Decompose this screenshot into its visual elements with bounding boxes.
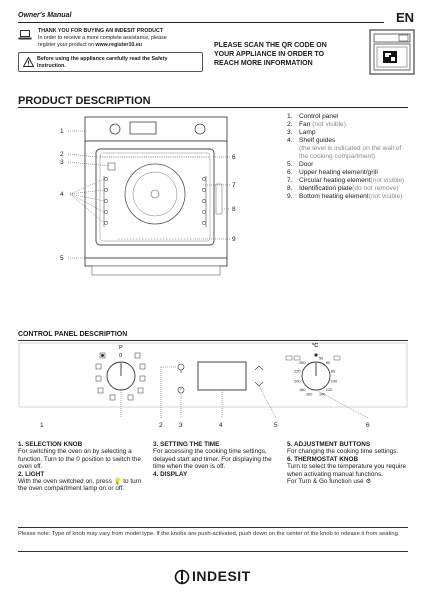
part-item: 1.Control panel — [287, 113, 339, 120]
description-column-3: 5. ADJUSTMENT BUTTONS For changing the c… — [287, 441, 411, 485]
qr-line-2: YOUR APPLIANCE IN ORDER TO — [214, 51, 325, 58]
part-item: 9.Bottom heating element(not visible) — [287, 193, 403, 200]
warning-line-1: Before using the appliance carefully rea… — [37, 56, 168, 62]
thermo-scale-label: 120 — [326, 388, 332, 392]
cp-callout-1: 1 — [40, 422, 44, 429]
note-top-rule — [18, 527, 408, 528]
part-item: 8.Identification plate(do not remove) — [287, 185, 399, 192]
display-screen — [197, 361, 247, 391]
part-item: 4.Shelf guides(the level is indicated on… — [287, 137, 402, 160]
cp-callout-2: 2 — [159, 422, 163, 429]
thermo-scale-label: 160 — [306, 392, 312, 396]
qr-line-1: PLEASE SCAN THE QR CODE ON — [214, 42, 327, 49]
diagram-fan — [124, 163, 186, 225]
callout-4: 4 — [60, 191, 64, 198]
oven-qr-icon — [369, 29, 415, 75]
part-item: 3.Lamp — [287, 129, 316, 136]
part-item: 5.Door — [287, 161, 314, 168]
oven-diagram: 1 2 3 4 5 6 7 8 9 — [60, 116, 236, 276]
thermostat-text: Turn to select the temperature you requi… — [287, 463, 407, 478]
cp-callout-6: 6 — [366, 422, 370, 429]
cp-callout-4: 4 — [219, 422, 223, 429]
adjustment-title: 5. ADJUSTMENT BUTTONS — [287, 441, 371, 448]
oven-cavity — [95, 148, 215, 246]
thermo-scale-label: 50 — [319, 357, 323, 361]
brand-mark-icon — [174, 569, 190, 585]
callout-2: 2 — [60, 151, 64, 158]
diagram-lamp — [107, 162, 116, 171]
description-column-1: 1. SELECTION KNOB For switching the oven… — [18, 441, 142, 493]
cp-callout-5: 5 — [274, 422, 278, 429]
control-panel-title: CONTROL PANEL DESCRIPTION — [18, 331, 128, 338]
section-rule — [18, 107, 408, 108]
callout-5: 5 — [60, 255, 64, 262]
thermo-scale-label: 140 — [319, 392, 325, 396]
note-bottom-rule — [18, 551, 408, 552]
diagram-knob-left — [109, 123, 121, 135]
display-title: 4. DISPLAY — [153, 470, 188, 478]
thermo-scale-label: 100 — [331, 379, 337, 383]
language-badge: EN — [395, 10, 415, 25]
selection-knob-text: For switching the oven on by selecting a… — [18, 448, 141, 471]
oven-door — [84, 257, 228, 267]
knob-note: Please note: Type of knob may vary from … — [18, 531, 400, 537]
thermo-scale-label: 220 — [294, 370, 300, 374]
thermostat-title: 6. THERMOSTAT KNOB — [287, 455, 359, 463]
safety-warning-box: Before using the appliance carefully rea… — [18, 52, 203, 72]
brand-logo: INDESIT — [174, 567, 274, 587]
setting-time-title: 3. SETTING THE TIME — [153, 441, 220, 448]
callout-8: 8 — [232, 206, 236, 213]
description-column-2: 3. SETTING THE TIME For accessing the co… — [153, 441, 277, 478]
callout-6: 6 — [232, 154, 236, 161]
qr-line-3: REACH MORE INFORMATION — [214, 60, 313, 67]
clock-button-icon — [177, 386, 185, 394]
header-rule — [18, 22, 384, 23]
light-button-icon — [177, 363, 185, 373]
thermo-scale-label: 80 — [331, 370, 335, 374]
part-item: 2.Fan (not visible) — [287, 121, 346, 128]
manual-title: Owner's Manual — [18, 12, 72, 19]
qr-instructions: PLEASE SCAN THE QR CODE ON YOUR APPLIANC… — [214, 41, 364, 68]
part-item: 6.Upper heating element/grill — [287, 169, 378, 176]
thanks-heading: THANK YOU FOR BUYING AN INDESIT PRODUCT — [38, 28, 164, 34]
selection-knob-title: 1. SELECTION KNOB — [18, 441, 83, 448]
knob-zero-label: 0 — [119, 353, 122, 359]
light-text: With the oven switched on, press 💡 to tu… — [18, 478, 142, 493]
diagram-display — [129, 121, 157, 135]
control-panel-rule — [18, 340, 408, 341]
turn-and-go-text: For Turn & Go function use ⚙ — [287, 478, 372, 486]
adjustment-text: For changing the cooking time settings. — [287, 448, 399, 456]
cp-callout-3: 3 — [179, 422, 183, 429]
warning-icon — [23, 57, 34, 67]
callout-9: 9 — [232, 236, 236, 243]
turn-and-go-icon: ⚙ — [365, 478, 372, 486]
register-link[interactable]: www.register10.eu — [95, 42, 143, 48]
callout-3: 3 — [60, 159, 64, 166]
brand-name: INDESIT — [192, 568, 251, 584]
laptop-icon — [18, 30, 32, 40]
light-title: 2. LIGHT — [18, 470, 45, 478]
diagram-knob-right — [194, 123, 206, 135]
thanks-line: In order to receive a more complete assi… — [38, 35, 167, 41]
thanks-register-line: register your product on www.register10.… — [38, 42, 143, 48]
callout-1: 1 — [60, 128, 64, 135]
thermo-scale-label: 200 — [294, 379, 300, 383]
thermo-unit: °C — [312, 343, 318, 349]
diagram-id-plate — [215, 183, 223, 215]
callout-7: 7 — [232, 182, 236, 189]
part-item: 7.Circular heating element(not visible) — [287, 177, 405, 184]
thermo-scale-label: 60 — [326, 361, 330, 365]
thermo-scale-label: 250 — [299, 361, 305, 365]
setting-time-text: For accessing the cooking time settings,… — [153, 448, 272, 471]
warning-line-2: Instruction. — [37, 62, 66, 69]
knob-p-label: P — [119, 345, 123, 351]
section-title: PRODUCT DESCRIPTION — [18, 95, 151, 107]
thermo-scale-label: 180 — [299, 388, 305, 392]
